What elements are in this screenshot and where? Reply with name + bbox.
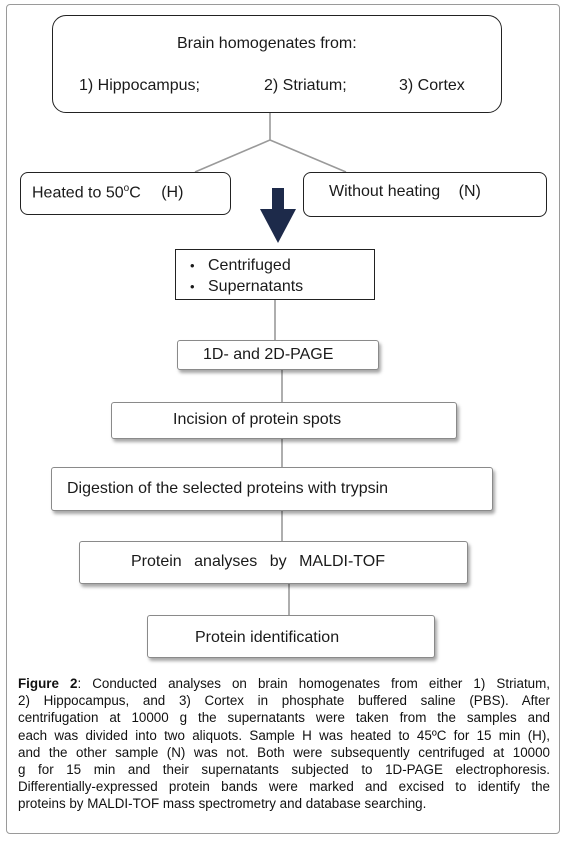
source-item-hippocampus: 1) Hippocampus;	[79, 77, 200, 94]
centrifuge-item: Centrifuged	[184, 255, 303, 276]
step-page-label: 1D- and 2D-PAGE	[203, 346, 333, 364]
step-incision-box: Incision of protein spots	[111, 402, 457, 439]
source-item-striatum: 2) Striatum;	[264, 77, 347, 94]
step-digestion-box: Digestion of the selected proteins with …	[51, 467, 493, 511]
caption-line: Differentially-expressed protein bands w…	[18, 779, 550, 795]
centrifuge-list: Centrifuged Supernatants	[184, 255, 303, 297]
degree-sup: o	[123, 183, 130, 194]
not-heated-text: Without heating	[329, 183, 441, 200]
caption-line: centrifugation at 10000 g the supernatan…	[18, 710, 550, 726]
heated-code: (H)	[161, 184, 184, 202]
source-box: Brain homogenates from: 1) Hippocampus; …	[52, 15, 502, 113]
not-heated-label: Without heating (N)	[329, 183, 481, 201]
heated-box: Heated to 50oC (H)	[20, 172, 231, 215]
step-maldi-label: Protein analyses by MALDI-TOF	[131, 553, 386, 570]
figure-caption: Figure 2: Conducted analyses on brain ho…	[18, 675, 550, 813]
heated-unit: C	[129, 184, 141, 202]
step-identification-label: Protein identification	[195, 629, 340, 646]
source-title: Brain homogenates from:	[177, 35, 357, 52]
caption-line: : Conducted analyses on brain homogenate…	[77, 676, 550, 691]
centrifuge-item: Supernatants	[184, 276, 303, 297]
caption-line: proteins by MALDI-TOF mass spectrometry …	[18, 796, 427, 812]
centrifuge-box: Centrifuged Supernatants	[175, 249, 375, 300]
caption-label: Figure 2	[18, 676, 78, 691]
figure-frame	[6, 4, 560, 834]
step-page-text: 1D- and 2D-PAGE	[203, 346, 334, 363]
step-identification-box: Protein identification	[147, 615, 435, 658]
step-maldi-box: Protein analyses by MALDI-TOF	[79, 541, 468, 584]
step-digestion-label: Digestion of the selected proteins with …	[67, 480, 389, 497]
caption-line: and the other sample (N) was not. Both w…	[18, 744, 550, 760]
down-arrow-icon	[260, 188, 296, 243]
caption-line: each was divided into two aliquots. Samp…	[18, 727, 550, 743]
source-item-cortex: 3) Cortex	[399, 77, 465, 94]
step-incision-label: Incision of protein spots	[173, 411, 342, 428]
not-heated-code: (N)	[458, 183, 481, 200]
branch-connector	[194, 113, 347, 173]
caption-line: g for 15 min and their supernatants subj…	[18, 762, 550, 778]
heated-label: Heated to 50oC (H)	[32, 183, 183, 202]
caption-line: 2) Hippocampus, and 3) Cortex in phospha…	[18, 693, 550, 709]
not-heated-box: Without heating (N)	[303, 172, 547, 217]
heated-text: Heated to 50	[32, 184, 124, 202]
step-page-box: 1D- and 2D-PAGE	[177, 340, 379, 370]
